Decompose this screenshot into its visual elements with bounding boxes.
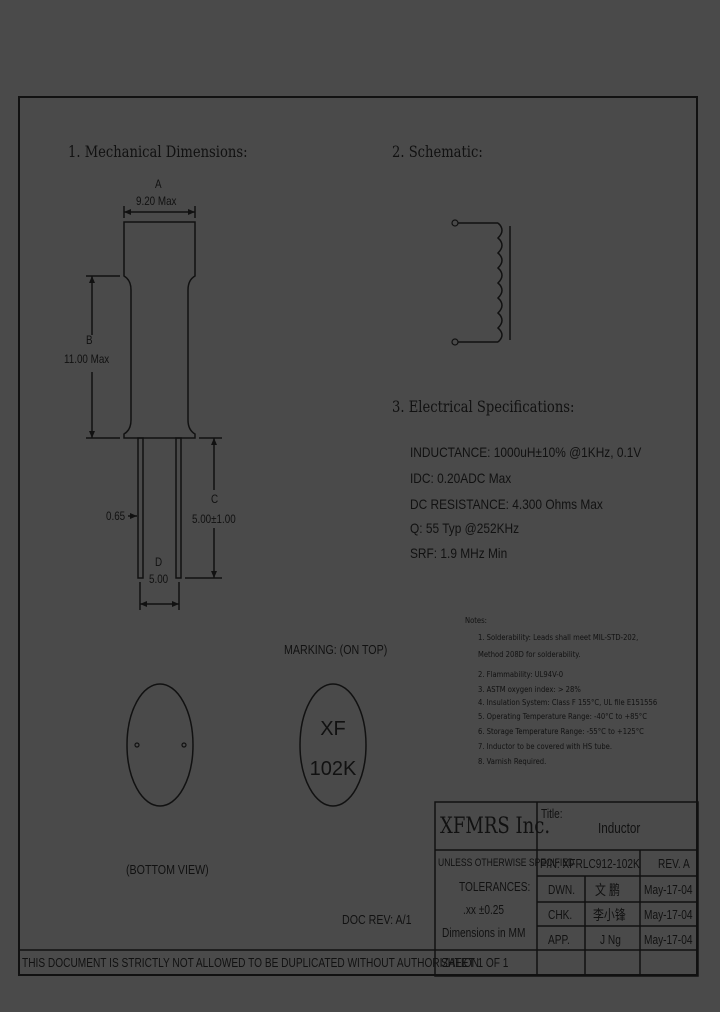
marking-outline xyxy=(299,683,367,807)
title-block-frame xyxy=(434,801,699,977)
checked-date: May-17-04 xyxy=(644,907,693,922)
note-item: 5. Operating Temperature Range: -40°C to… xyxy=(478,712,647,721)
section-electrical-heading: 3. Electrical Specifications: xyxy=(392,397,575,416)
checked-label: CHK. xyxy=(548,907,573,922)
schematic-coil xyxy=(496,222,503,343)
checked-name: 李小锋 xyxy=(593,907,626,923)
drawn-date: May-17-04 xyxy=(644,882,693,897)
drawn-name: 文 鹏 xyxy=(595,882,620,898)
note-item: 8. Varnish Required. xyxy=(478,757,547,766)
bottom-view-pin-right xyxy=(181,742,187,748)
spec-dcr: DC RESISTANCE: 4.300 Ohms Max xyxy=(410,496,603,512)
title-value: Inductor xyxy=(598,820,641,837)
approved-name: J Ng xyxy=(600,932,621,947)
dim-a-value: 9.20 Max xyxy=(136,194,177,208)
tolerance-value: .xx ±0.25 xyxy=(463,902,505,917)
lead-right xyxy=(175,437,182,579)
dim-d-letter: D xyxy=(155,555,163,569)
part-number: P/N: XFRLC912-102K xyxy=(540,856,640,871)
spec-idc: IDC: 0.20ADC Max xyxy=(410,470,512,486)
dim-c-letter: C xyxy=(211,492,219,506)
bottom-view-outline xyxy=(126,683,194,807)
note-item: 7. Inductor to be covered with HS tube. xyxy=(478,742,612,751)
section-mechanical-heading: 1. Mechanical Dimensions: xyxy=(68,142,248,161)
footer-notice: THIS DOCUMENT IS STRICTLY NOT ALLOWED TO… xyxy=(22,955,479,970)
note-item: Method 208D for solderability. xyxy=(478,650,581,659)
marking-line-2: 102K xyxy=(309,758,357,780)
dim-lead-diameter: 0.65 xyxy=(106,509,126,523)
drawing-frame xyxy=(18,96,698,976)
company-name: XFMRS Inc. xyxy=(440,814,551,839)
revision: REV. A xyxy=(658,856,690,871)
note-item: 6. Storage Temperature Range: -55°C to +… xyxy=(478,727,644,736)
sheet-number: SHEET 1 OF 1 xyxy=(441,955,509,970)
marking-label: MARKING: (ON TOP) xyxy=(284,642,388,657)
dim-a-letter: A xyxy=(155,177,162,191)
tolerances-label: TOLERANCES: xyxy=(459,879,531,894)
section-schematic-heading: 2. Schematic: xyxy=(392,142,483,161)
notes-title: Notes: xyxy=(465,616,487,625)
approved-date: May-17-04 xyxy=(644,932,693,947)
note-item: 1. Solderability: Leads shall meet MIL-S… xyxy=(478,633,639,642)
bottom-view-label: (BOTTOM VIEW) xyxy=(126,862,209,877)
drawn-label: DWN. xyxy=(548,882,576,897)
bottom-view-pin-left xyxy=(134,742,140,748)
inductor-body-outline xyxy=(123,221,196,439)
spec-srf: SRF: 1.9 MHz Min xyxy=(410,545,508,561)
note-item: 4. Insulation System: Class F 155°C, UL … xyxy=(478,698,658,707)
lead-left xyxy=(137,437,144,579)
schematic-terminal-bottom xyxy=(451,338,459,346)
dim-c-value: 5.00±1.00 xyxy=(192,512,236,526)
dimensions-unit: Dimensions in MM xyxy=(442,925,526,940)
title-label: Title: xyxy=(541,806,563,821)
approved-label: APP. xyxy=(548,932,570,947)
note-item: 3. ASTM oxygen index: > 28% xyxy=(478,685,581,694)
marking-line-1: XF xyxy=(320,718,346,740)
unless-specified-note: UNLESS OTHERWISE SPECIFIED xyxy=(438,857,575,869)
doc-revision: DOC REV: A/1 xyxy=(342,912,412,927)
spec-inductance: INDUCTANCE: 1000uH±10% @1KHz, 0.1V xyxy=(410,444,642,460)
schematic-terminal-top xyxy=(451,219,459,227)
dim-d-value: 5.00 xyxy=(149,572,169,586)
note-item: 2. Flammability: UL94V-0 xyxy=(478,670,564,679)
dim-b-letter: B xyxy=(86,333,93,347)
spec-q: Q: 55 Typ @252KHz xyxy=(410,520,520,536)
dim-b-value: 11.00 Max xyxy=(64,352,110,366)
